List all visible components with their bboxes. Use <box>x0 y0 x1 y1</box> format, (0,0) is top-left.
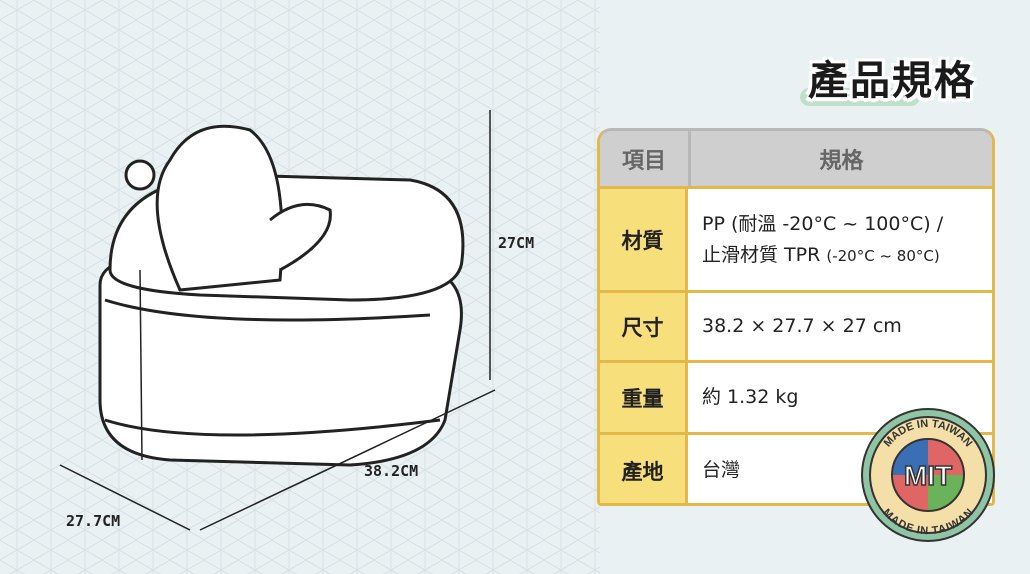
mit-badge: MIT MADE IN TAIWAN MADE IN TAIWAN <box>861 408 995 542</box>
potty-chair-illustration <box>59 110 496 531</box>
row-key: 尺寸 <box>600 293 688 360</box>
row-value: 台灣 <box>702 459 741 482</box>
page-title: 產品規格 <box>808 58 976 104</box>
header-spec: 規格 <box>819 148 864 174</box>
width-dimension: 27.7CM <box>66 512 121 530</box>
header-item: 項目 <box>600 131 691 186</box>
row-key: 材質 <box>600 189 688 290</box>
badge-center-text: MIT <box>904 460 952 491</box>
length-dimension: 38.2CM <box>364 462 419 480</box>
row-key: 產地 <box>600 435 688 503</box>
table-header: 項目 規格 <box>600 128 992 186</box>
spec-table: 項目 規格 材質 PP (耐溫 -20°C ~ 100°C) / 止滑材質 TP… <box>597 128 995 506</box>
height-dimension: 27CM <box>498 234 535 252</box>
material-line1: PP (耐溫 -20°C ~ 100°C) / <box>702 213 944 236</box>
material-temp: (-20°C ~ 80°C) <box>826 246 940 265</box>
material-line2: 止滑材質 TPR <box>702 243 821 266</box>
title-highlight <box>800 88 920 106</box>
row-value: 38.2 × 27.7 × 27 cm <box>702 315 902 338</box>
table-row: 材質 PP (耐溫 -20°C ~ 100°C) / 止滑材質 TPR (-20… <box>600 186 992 290</box>
row-value: PP (耐溫 -20°C ~ 100°C) / 止滑材質 TPR (-20°C … <box>688 189 992 290</box>
table-row: 重量 約 1.32 kg <box>600 360 992 432</box>
table-row: 產地 台灣 <box>600 432 992 503</box>
table-row: 尺寸 38.2 × 27.7 × 27 cm <box>600 290 992 360</box>
row-value: 約 1.32 kg <box>702 386 799 409</box>
row-key: 重量 <box>600 363 688 432</box>
